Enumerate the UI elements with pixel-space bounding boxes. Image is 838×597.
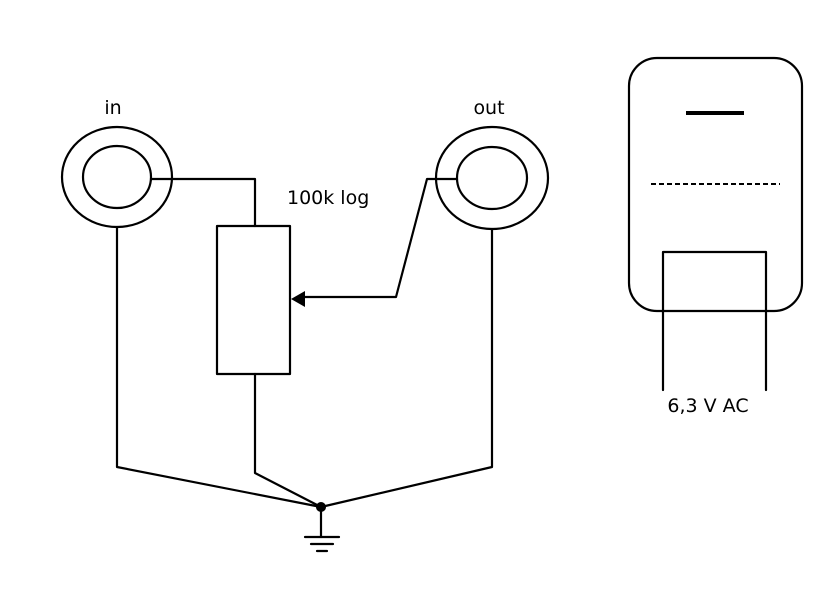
output-jack-inner-ring — [455, 145, 529, 211]
wiper-arrow-icon — [291, 291, 305, 307]
input-jack — [60, 125, 174, 229]
vacuum-tube-icon — [627, 56, 804, 392]
ground-icon — [303, 502, 341, 553]
wire-input-sleeve-to-ground — [115, 225, 323, 509]
wire-output-to-wiper — [302, 177, 459, 299]
tube-envelope — [627, 56, 804, 313]
input-jack-label: in — [104, 97, 121, 119]
wire-pot-bottom-to-ground — [253, 372, 323, 509]
wire-output-sleeve-to-ground — [319, 227, 494, 509]
tube-heater-filament — [661, 250, 768, 392]
input-jack-inner-ring — [81, 144, 153, 210]
wire-input-to-pot-top — [149, 177, 257, 228]
output-jack-label: out — [473, 97, 504, 119]
potentiometer-label: 100k log — [287, 187, 369, 209]
potentiometer-body — [215, 224, 292, 376]
input-jack-outer-ring — [60, 125, 174, 229]
heater-supply-label: 6,3 V AC — [667, 395, 748, 417]
